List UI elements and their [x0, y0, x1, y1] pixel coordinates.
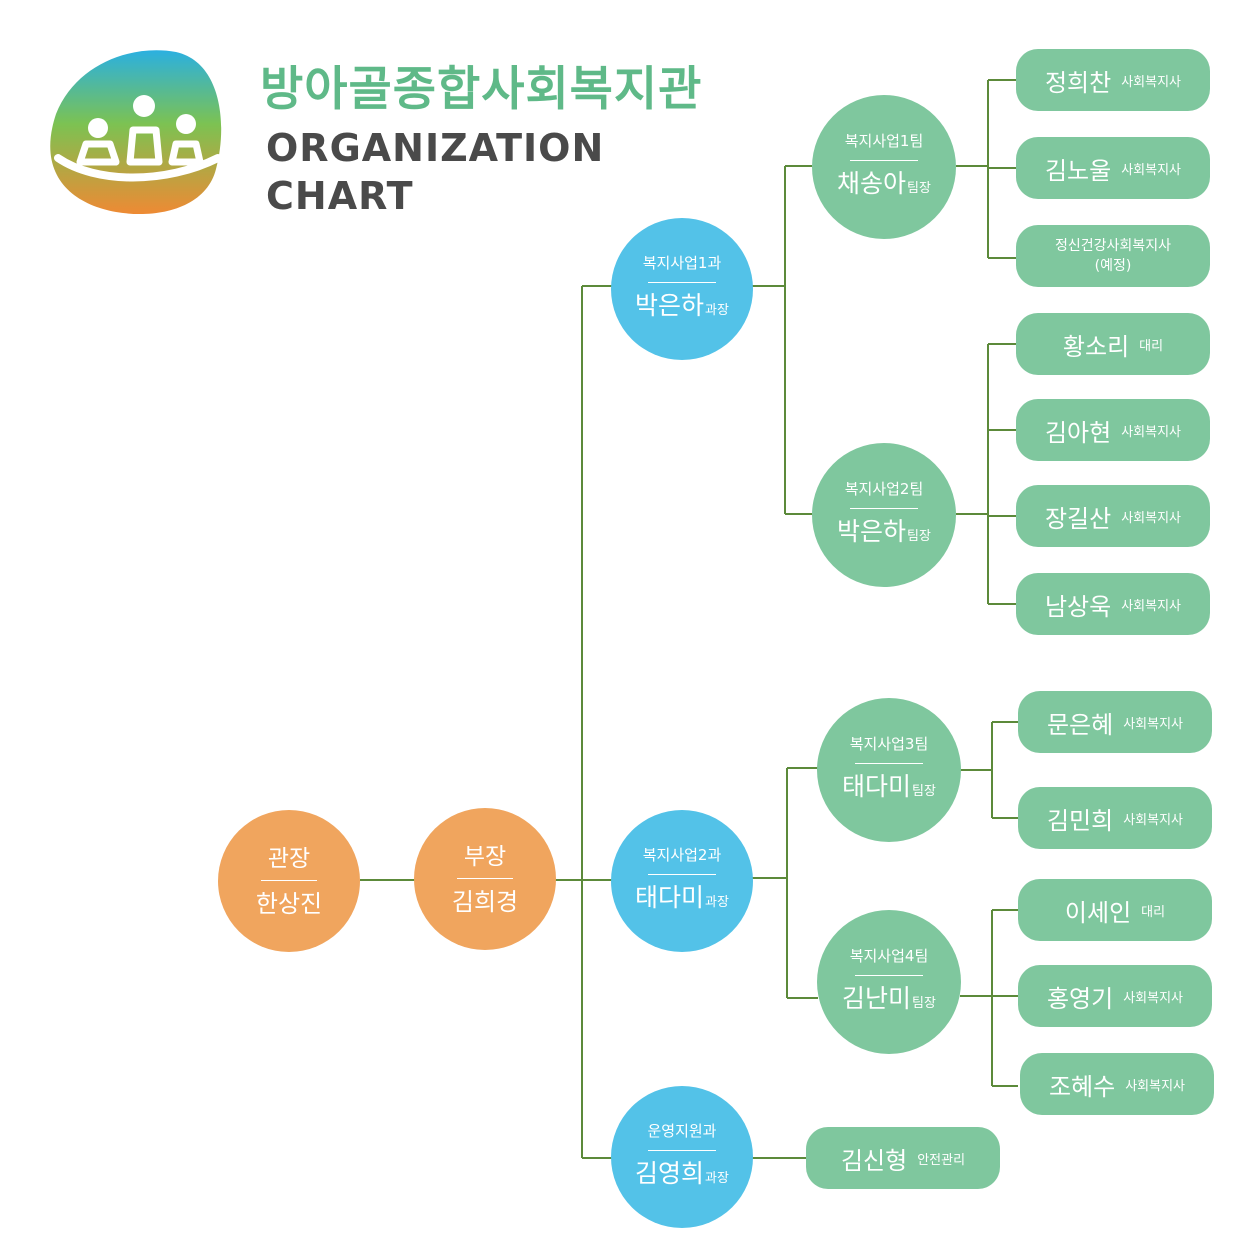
node-name-line: 채송아팀장 [837, 169, 931, 204]
staff-name: 황소리 [1062, 332, 1130, 361]
node-name: 채송아 [837, 168, 907, 198]
node-name-line: 태다미과장 [635, 883, 729, 918]
node-deputy-director: 부장 김희경 [414, 808, 556, 950]
staff-role: 사회복지사 [1121, 510, 1182, 526]
node-name-line: 박은하팀장 [837, 517, 931, 552]
node-title: 복지사업4팀 [849, 946, 929, 965]
node-divider [855, 974, 923, 976]
staff-pill: 황소리 대리 [1016, 313, 1210, 375]
staff-pill: 이세인 대리 [1018, 879, 1212, 941]
staff-name: 장길산 [1044, 504, 1112, 533]
staff-role: 사회복지사 [1123, 716, 1184, 732]
staff-pill: 장길산 사회복지사 [1016, 485, 1210, 547]
org-subtitle-line2: CHART [266, 174, 414, 218]
node-role: 팀장 [912, 783, 936, 799]
node-name: 김난미 [842, 983, 912, 1013]
node-name: 태다미 [635, 882, 705, 912]
node-title: 복지사업3팀 [849, 734, 929, 753]
node-division-1: 복지사업1과 박은하과장 [611, 218, 753, 360]
node-role: 과장 [705, 894, 729, 910]
staff-pill: 김신형 안전관리 [806, 1127, 1000, 1189]
staff-role: 사회복지사 [1121, 74, 1182, 90]
node-divider [850, 507, 918, 509]
staff-pill: 김노울 사회복지사 [1016, 137, 1210, 199]
node-role: 팀장 [912, 995, 936, 1011]
node-title: 부장 [463, 843, 507, 870]
logo-icon [50, 50, 222, 215]
staff-name: 문은혜 [1046, 710, 1114, 739]
node-divider [648, 873, 716, 875]
node-divider [261, 879, 317, 881]
staff-role: 사회복지사 [1121, 424, 1182, 440]
node-divider [855, 762, 923, 764]
staff-pill: 홍영기 사회복지사 [1018, 965, 1212, 1027]
staff-name: 김민희 [1046, 806, 1114, 835]
node-name: 김영희 [635, 1158, 705, 1188]
node-name-line: 김영희과장 [635, 1159, 729, 1194]
node-team-4: 복지사업4팀 김난미팀장 [817, 910, 961, 1054]
staff-pill: 김아현 사회복지사 [1016, 399, 1210, 461]
staff-role: 사회복지사 [1123, 990, 1184, 1006]
staff-pill: 남상욱 사회복지사 [1016, 573, 1210, 635]
staff-role: 안전관리 [917, 1152, 966, 1168]
node-title: 복지사업1팀 [844, 131, 924, 150]
staff-pill: 조혜수 사회복지사 [1020, 1053, 1214, 1115]
node-divider [648, 1149, 716, 1151]
node-division-3: 운영지원과 김영희과장 [611, 1086, 753, 1228]
staff-role: 사회복지사 [1121, 598, 1182, 614]
staff-role: 대리 [1139, 338, 1164, 354]
node-name: 박은하 [635, 290, 705, 320]
org-title: 방아골종합사회복지관 [260, 62, 703, 117]
node-name-line: 박은하과장 [635, 291, 729, 326]
node-director: 관장 한상진 [218, 810, 360, 952]
node-role: 팀장 [907, 528, 931, 544]
staff-name: 김아현 [1044, 418, 1112, 447]
staff-pill: 김민희 사회복지사 [1018, 787, 1212, 849]
node-team-1: 복지사업1팀 채송아팀장 [812, 95, 956, 239]
staff-pill: 정희찬 사회복지사 [1016, 49, 1210, 111]
staff-name: 남상욱 [1044, 592, 1112, 621]
node-role: 팀장 [907, 180, 931, 196]
node-name-line: 태다미팀장 [842, 772, 936, 807]
org-subtitle-line1: ORGANIZATION [266, 126, 605, 170]
node-team-2: 복지사업2팀 박은하팀장 [812, 443, 956, 587]
node-name: 한상진 [255, 889, 323, 918]
staff-name: 김신형 [840, 1146, 908, 1175]
staff-role: 사회복지사 [1121, 162, 1182, 178]
node-name: 태다미 [842, 771, 912, 801]
node-name: 김희경 [451, 887, 519, 916]
staff-name: 김노울 [1044, 156, 1112, 185]
node-divider [457, 877, 513, 879]
staff-name: 정희찬 [1044, 68, 1112, 97]
node-title: 관장 [267, 845, 311, 872]
node-role: 과장 [705, 1170, 729, 1186]
node-title: 복지사업2팀 [844, 479, 924, 498]
node-role: 과장 [705, 302, 729, 318]
node-divider [850, 159, 918, 161]
node-title: 운영지원과 [647, 1121, 717, 1140]
staff-role: 사회복지사 [1125, 1078, 1186, 1094]
staff-role-line: 정신건강사회복지사 [1055, 238, 1171, 254]
node-division-2: 복지사업2과 태다미과장 [611, 810, 753, 952]
staff-role: 사회복지사 [1123, 812, 1184, 828]
node-divider [648, 281, 716, 283]
node-name-line: 김난미팀장 [842, 984, 936, 1019]
node-title: 복지사업2과 [642, 845, 722, 864]
staff-pill: 문은혜 사회복지사 [1018, 691, 1212, 753]
node-name: 박은하 [837, 516, 907, 546]
node-title: 복지사업1과 [642, 253, 722, 272]
node-team-3: 복지사업3팀 태다미팀장 [817, 698, 961, 842]
staff-role: 대리 [1141, 904, 1166, 920]
staff-name: 홍영기 [1046, 984, 1114, 1013]
staff-pill: 정신건강사회복지사 (예정) [1016, 225, 1210, 287]
staff-name: 조혜수 [1048, 1072, 1116, 1101]
staff-name: 이세인 [1064, 898, 1132, 927]
staff-role-note: (예정) [1094, 258, 1132, 274]
